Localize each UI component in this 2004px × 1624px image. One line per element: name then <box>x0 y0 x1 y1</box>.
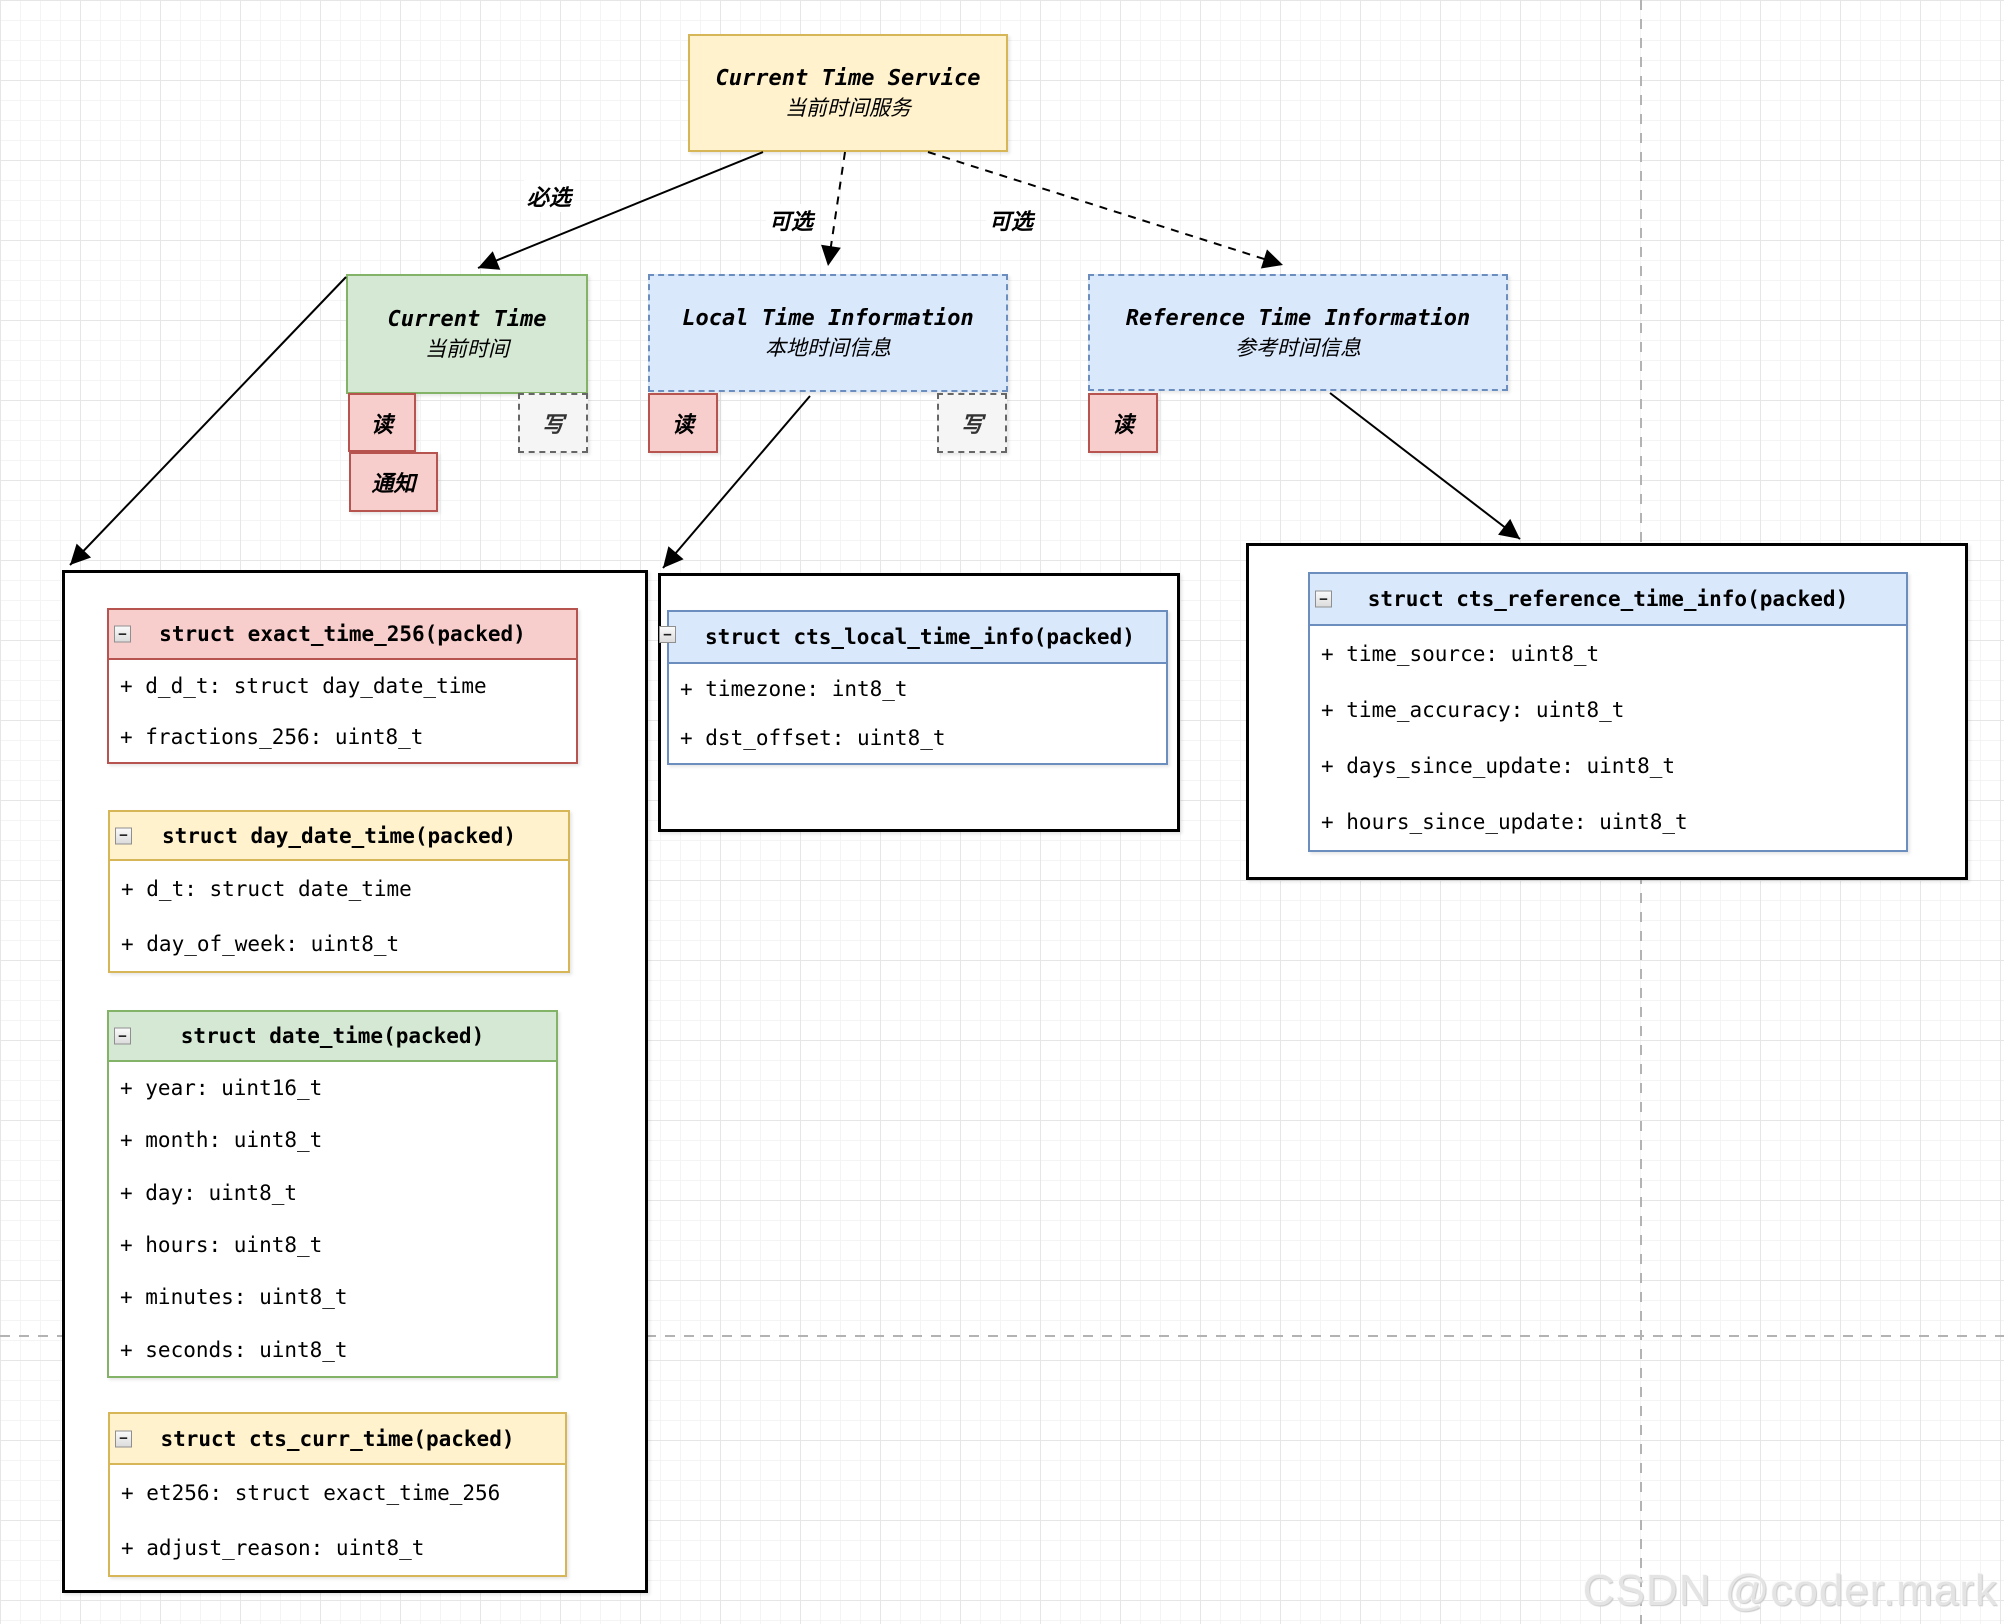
struct-field: + month: uint8_t <box>120 1128 323 1153</box>
struct-cts-local-time-info: − struct cts_local_time_info(packed) + t… <box>659 610 1168 765</box>
struct-field: + d_d_t: struct day_date_time <box>120 673 487 698</box>
struct-header: − struct cts_reference_time_info(packed) <box>1310 574 1906 626</box>
edge-current-time-to-structs <box>69 276 347 566</box>
collapse-icon: − <box>1315 590 1332 608</box>
edge-reference-time-to-structs <box>1329 392 1521 540</box>
struct-field: + day_of_week: uint8_t <box>121 931 400 956</box>
edge-service-to-local-time <box>821 151 846 267</box>
struct-field: + et256: struct exact_time_256 <box>121 1480 501 1505</box>
edge-label-optional-local: 可选 <box>765 204 817 236</box>
collapse-icon: − <box>115 827 132 844</box>
node-subtitle: 当前时间服务 <box>785 96 911 120</box>
node-local-time-information: Local Time Information 本地时间信息 <box>648 274 1008 392</box>
badge-current-time-notify: 通知 <box>349 452 438 512</box>
node-title: Local Time Information <box>682 306 974 331</box>
struct-field: + hours: uint8_t <box>120 1233 323 1258</box>
struct-header-label: struct cts_reference_time_info(packed) <box>1367 587 1849 611</box>
struct-field: + minutes: uint8_t <box>120 1285 348 1310</box>
struct-header-label: struct date_time(packed) <box>180 1024 485 1048</box>
collapse-icon: − <box>115 1430 132 1447</box>
badge-local-time-write: 写 <box>937 393 1007 453</box>
struct-header: − struct day_date_time(packed) <box>110 812 568 861</box>
struct-header: − struct cts_local_time_info(packed) <box>659 612 1166 664</box>
struct-field: + fractions_256: uint8_t <box>120 724 424 749</box>
collapse-icon: − <box>114 625 131 643</box>
struct-field: + time_accuracy: uint8_t <box>1321 698 1625 722</box>
struct-field: + seconds: uint8_t <box>120 1337 348 1362</box>
struct-header-label: struct exact_time_256(packed) <box>159 622 526 646</box>
struct-field: + d_t: struct date_time <box>121 876 412 901</box>
struct-fields: + et256: struct exact_time_256 + adjust_… <box>110 1465 565 1575</box>
struct-exact-time-256: − struct exact_time_256(packed) + d_d_t:… <box>107 608 578 764</box>
node-subtitle: 本地时间信息 <box>765 336 891 360</box>
struct-field: + timezone: int8_t <box>680 676 908 701</box>
edge-service-to-reference-time <box>927 151 1284 269</box>
struct-field: + time_source: uint8_t <box>1321 642 1600 666</box>
watermark: CSDN @coder.mark <box>1582 1566 1998 1615</box>
struct-date-time: − struct date_time(packed) + year: uint1… <box>107 1010 558 1378</box>
struct-header: − struct cts_curr_time(packed) <box>110 1414 565 1465</box>
edge-label-optional-reference: 可选 <box>985 204 1037 236</box>
node-current-time: Current Time 当前时间 <box>346 274 588 394</box>
struct-field: + day: uint8_t <box>120 1180 298 1205</box>
node-subtitle: 参考时间信息 <box>1235 335 1361 360</box>
edge-service-to-current-time <box>477 151 764 270</box>
struct-header: − struct date_time(packed) <box>109 1012 556 1062</box>
struct-field: + dst_offset: uint8_t <box>680 726 946 751</box>
node-current-time-service: Current Time Service 当前时间服务 <box>688 34 1008 152</box>
struct-fields: + year: uint16_t + month: uint8_t + day:… <box>109 1062 556 1376</box>
struct-header-label: struct cts_curr_time(packed) <box>160 1426 515 1451</box>
node-title: Current Time <box>387 307 547 332</box>
badge-reference-time-read: 读 <box>1088 393 1158 453</box>
collapse-icon: − <box>114 1027 131 1045</box>
edge-label-mandatory: 必选 <box>523 180 575 212</box>
struct-field: + days_since_update: uint8_t <box>1321 754 1676 778</box>
struct-header-label: struct day_date_time(packed) <box>161 823 516 848</box>
struct-header: − struct exact_time_256(packed) <box>109 610 576 660</box>
struct-fields: + d_d_t: struct day_date_time + fraction… <box>109 660 576 762</box>
node-title: Reference Time Information <box>1125 305 1471 331</box>
badge-current-time-write: 写 <box>518 393 588 453</box>
struct-header-label: struct cts_local_time_info(packed) <box>705 625 1135 649</box>
struct-field: + hours_since_update: uint8_t <box>1321 810 1688 834</box>
struct-fields: + timezone: int8_t + dst_offset: uint8_t <box>669 664 1166 763</box>
node-title: Current Time Service <box>715 66 981 91</box>
struct-cts-reference-time-info: − struct cts_reference_time_info(packed)… <box>1308 572 1908 852</box>
badge-local-time-read: 读 <box>648 393 718 453</box>
struct-field: + year: uint16_t <box>120 1076 323 1101</box>
badge-current-time-read: 读 <box>348 393 416 452</box>
node-subtitle: 当前时间 <box>425 337 509 361</box>
struct-fields: + d_t: struct date_time + day_of_week: u… <box>110 861 568 971</box>
struct-field: + adjust_reason: uint8_t <box>121 1535 425 1560</box>
struct-fields: + time_source: uint8_t + time_accuracy: … <box>1310 626 1906 850</box>
collapse-icon: − <box>659 626 676 643</box>
struct-cts-curr-time: − struct cts_curr_time(packed) + et256: … <box>108 1412 567 1577</box>
struct-day-date-time: − struct day_date_time(packed) + d_t: st… <box>108 810 570 973</box>
node-reference-time-information: Reference Time Information 参考时间信息 <box>1088 274 1508 391</box>
